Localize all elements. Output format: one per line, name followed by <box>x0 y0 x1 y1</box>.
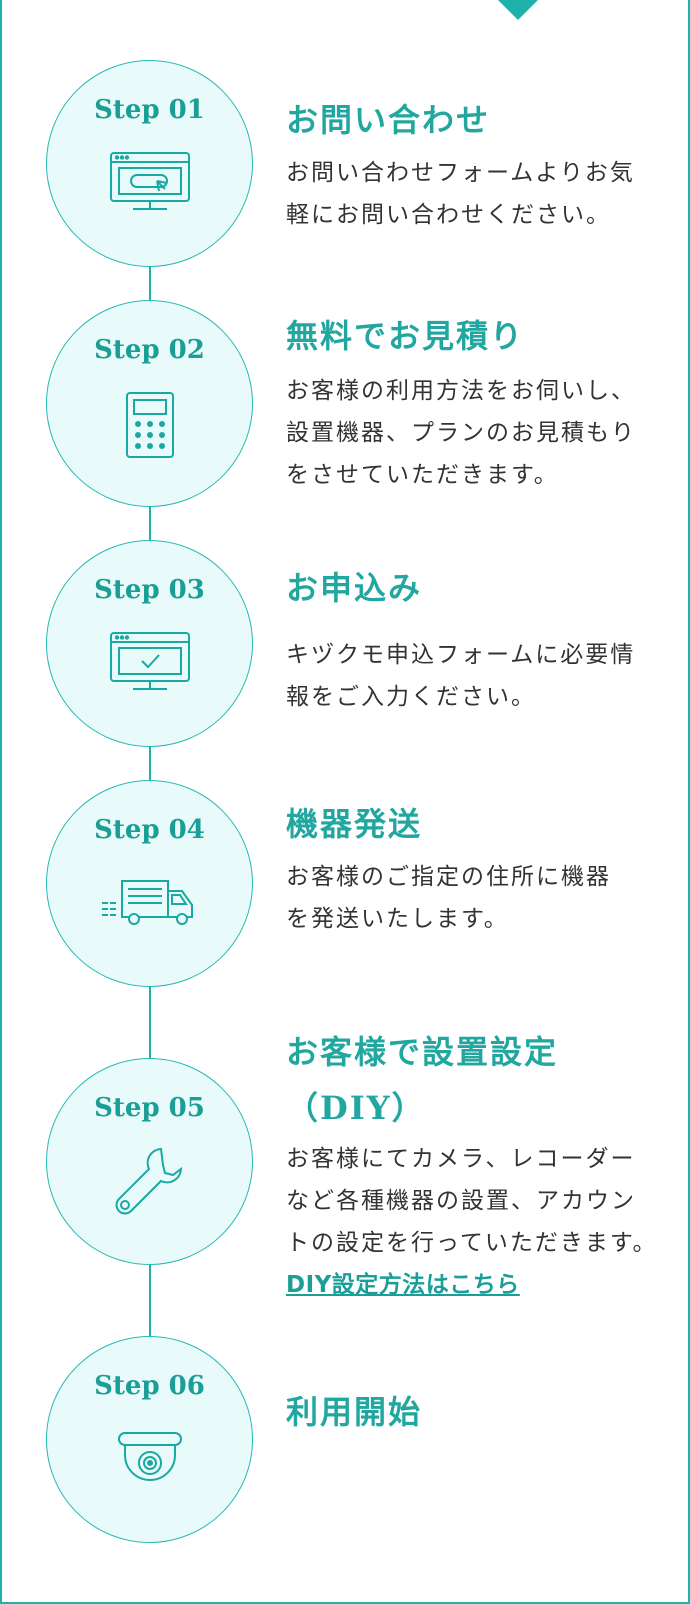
step-01-description: お問い合わせフォームよりお気 軽にお問い合わせください。 <box>286 152 666 236</box>
desc-line: キヅクモ申込フォームに必要情 <box>286 642 636 668</box>
step-06-title: 利用開始 <box>286 1393 423 1431</box>
step-03-description: キヅクモ申込フォームに必要情 報をご入力ください。 <box>286 634 666 718</box>
step-01-title: お問い合わせ <box>286 101 491 139</box>
step-03-circle: Step 03 <box>46 540 253 747</box>
step-04-circle: Step 04 <box>46 780 253 987</box>
down-arrow-notch <box>498 0 538 20</box>
step-04-title: 機器発送 <box>286 805 423 843</box>
dome-camera-icon <box>117 1429 183 1491</box>
step-06-circle: Step 06 <box>46 1336 253 1543</box>
title-line: （DIY） <box>286 1089 426 1127</box>
step-connector <box>149 506 151 540</box>
step-connector <box>149 1264 151 1336</box>
step-01-circle: Step 01 <box>46 60 253 267</box>
desc-line: など各種機器の設置、アカウン <box>286 1188 636 1214</box>
title-line: お客様で設置設定 <box>286 1033 559 1071</box>
step-02-title: 無料でお見積り <box>286 317 525 355</box>
desc-line: をさせていただきます。 <box>286 462 559 488</box>
desc-line: を発送いたします。 <box>286 906 509 932</box>
step-connector <box>149 746 151 780</box>
step-label: Step 03 <box>94 575 205 605</box>
desc-line: 設置機器、プランのお見積もり <box>286 420 636 446</box>
wrench-icon <box>113 1145 187 1223</box>
step-02-description: お客様の利用方法をお伺いし、 設置機器、プランのお見積もり をさせていただきます… <box>286 370 666 496</box>
step-label: Step 02 <box>94 335 205 365</box>
step-connector <box>149 986 151 1058</box>
step-05-circle: Step 05 <box>46 1058 253 1265</box>
step-connector <box>149 266 151 300</box>
step-label: Step 04 <box>94 815 205 845</box>
step-label: Step 01 <box>94 95 205 125</box>
step-05-title: お客様で設置設定 （DIY） <box>286 1024 666 1136</box>
desc-line: お客様のご指定の住所に機器 <box>286 864 611 890</box>
step-05-description: お客様にてカメラ、レコーダー など各種機器の設置、アカウン トの設定を行っていた… <box>286 1138 666 1306</box>
monitor-check-icon <box>109 631 191 699</box>
desc-line: 報をご入力ください。 <box>286 684 536 710</box>
desc-line: お問い合わせフォームよりお気 <box>286 160 635 186</box>
step-label: Step 05 <box>94 1093 205 1123</box>
step-04-description: お客様のご指定の住所に機器 を発送いたします。 <box>286 856 666 940</box>
monitor-cursor-icon <box>109 151 191 219</box>
desc-line: お客様の利用方法をお伺いし、 <box>286 378 636 404</box>
delivery-truck-icon <box>100 877 200 931</box>
desc-line: お客様にてカメラ、レコーダー <box>286 1146 636 1172</box>
step-02-circle: Step 02 <box>46 300 253 507</box>
desc-line: 軽にお問い合わせください。 <box>286 202 611 228</box>
calculator-icon <box>125 391 175 463</box>
step-label: Step 06 <box>94 1371 205 1401</box>
desc-line: トの設定を行っていただきます。 <box>286 1230 658 1256</box>
step-03-title: お申込み <box>286 569 423 607</box>
diy-setup-link[interactable]: DIY設定方法はこちら <box>286 1272 520 1298</box>
